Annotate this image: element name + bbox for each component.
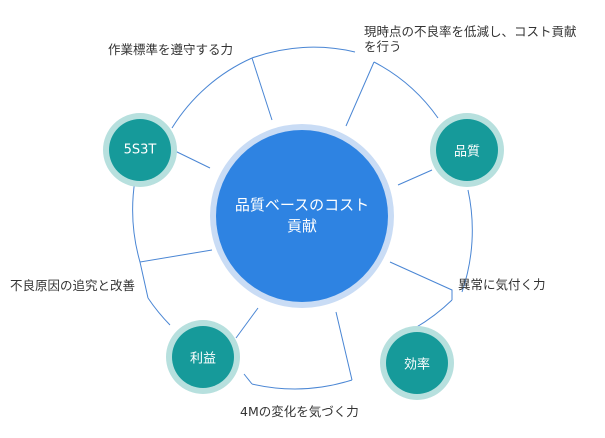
label-top-right: 現時点の不良率を低減し、コスト貢献 を行う: [364, 24, 577, 54]
node-5s3t-shape: [103, 113, 177, 187]
arc-lower-right: [414, 299, 453, 329]
callout-top: [251, 57, 273, 121]
arc-right: [461, 189, 473, 293]
arc-lower-left: [147, 297, 171, 326]
arc-top-right: [373, 61, 439, 119]
label-top-right-line1: 現時点の不良率を低減し、コスト貢献: [364, 24, 577, 39]
callout-top-right: [345, 61, 375, 127]
callout-left: [139, 249, 213, 299]
link-hinshitsu: [397, 169, 433, 186]
center-title: 品質ベースのコスト 貢献: [217, 195, 387, 237]
label-right: 異常に気付く力: [458, 277, 546, 292]
node-hinshitsu: 品質: [453, 144, 481, 160]
node-hinshitsu-shape: [430, 113, 504, 187]
node-kouritsu: 効率: [403, 357, 431, 373]
center-title-line2: 貢献: [286, 217, 317, 235]
connector-lines: [132, 46, 473, 390]
arc-top: [251, 46, 356, 59]
node-rieki: 利益: [189, 351, 217, 367]
center-circle: [216, 130, 388, 302]
node-rieki-shape: [166, 320, 240, 394]
center-title-line1: 品質ベースのコスト: [234, 196, 370, 214]
label-left: 不良原因の追究と改善: [10, 278, 136, 293]
label-top-right-line2: を行う: [364, 39, 402, 54]
link-5s3t: [172, 149, 211, 169]
node-kouritsu-shape: [380, 326, 454, 400]
label-top: 作業標準を遵守する力: [108, 42, 234, 57]
callout-bottom-lower: [243, 373, 253, 385]
arc-top-left: [171, 57, 253, 129]
callout-bottom-left: [235, 307, 259, 339]
callout-right: [389, 261, 453, 300]
callout-bottom: [335, 311, 353, 381]
arc-left: [132, 179, 141, 263]
label-bottom: 4Mの変化を気づく力: [240, 404, 359, 419]
arc-bottom: [251, 379, 353, 390]
node-5s3t: 5S3T: [123, 142, 157, 158]
